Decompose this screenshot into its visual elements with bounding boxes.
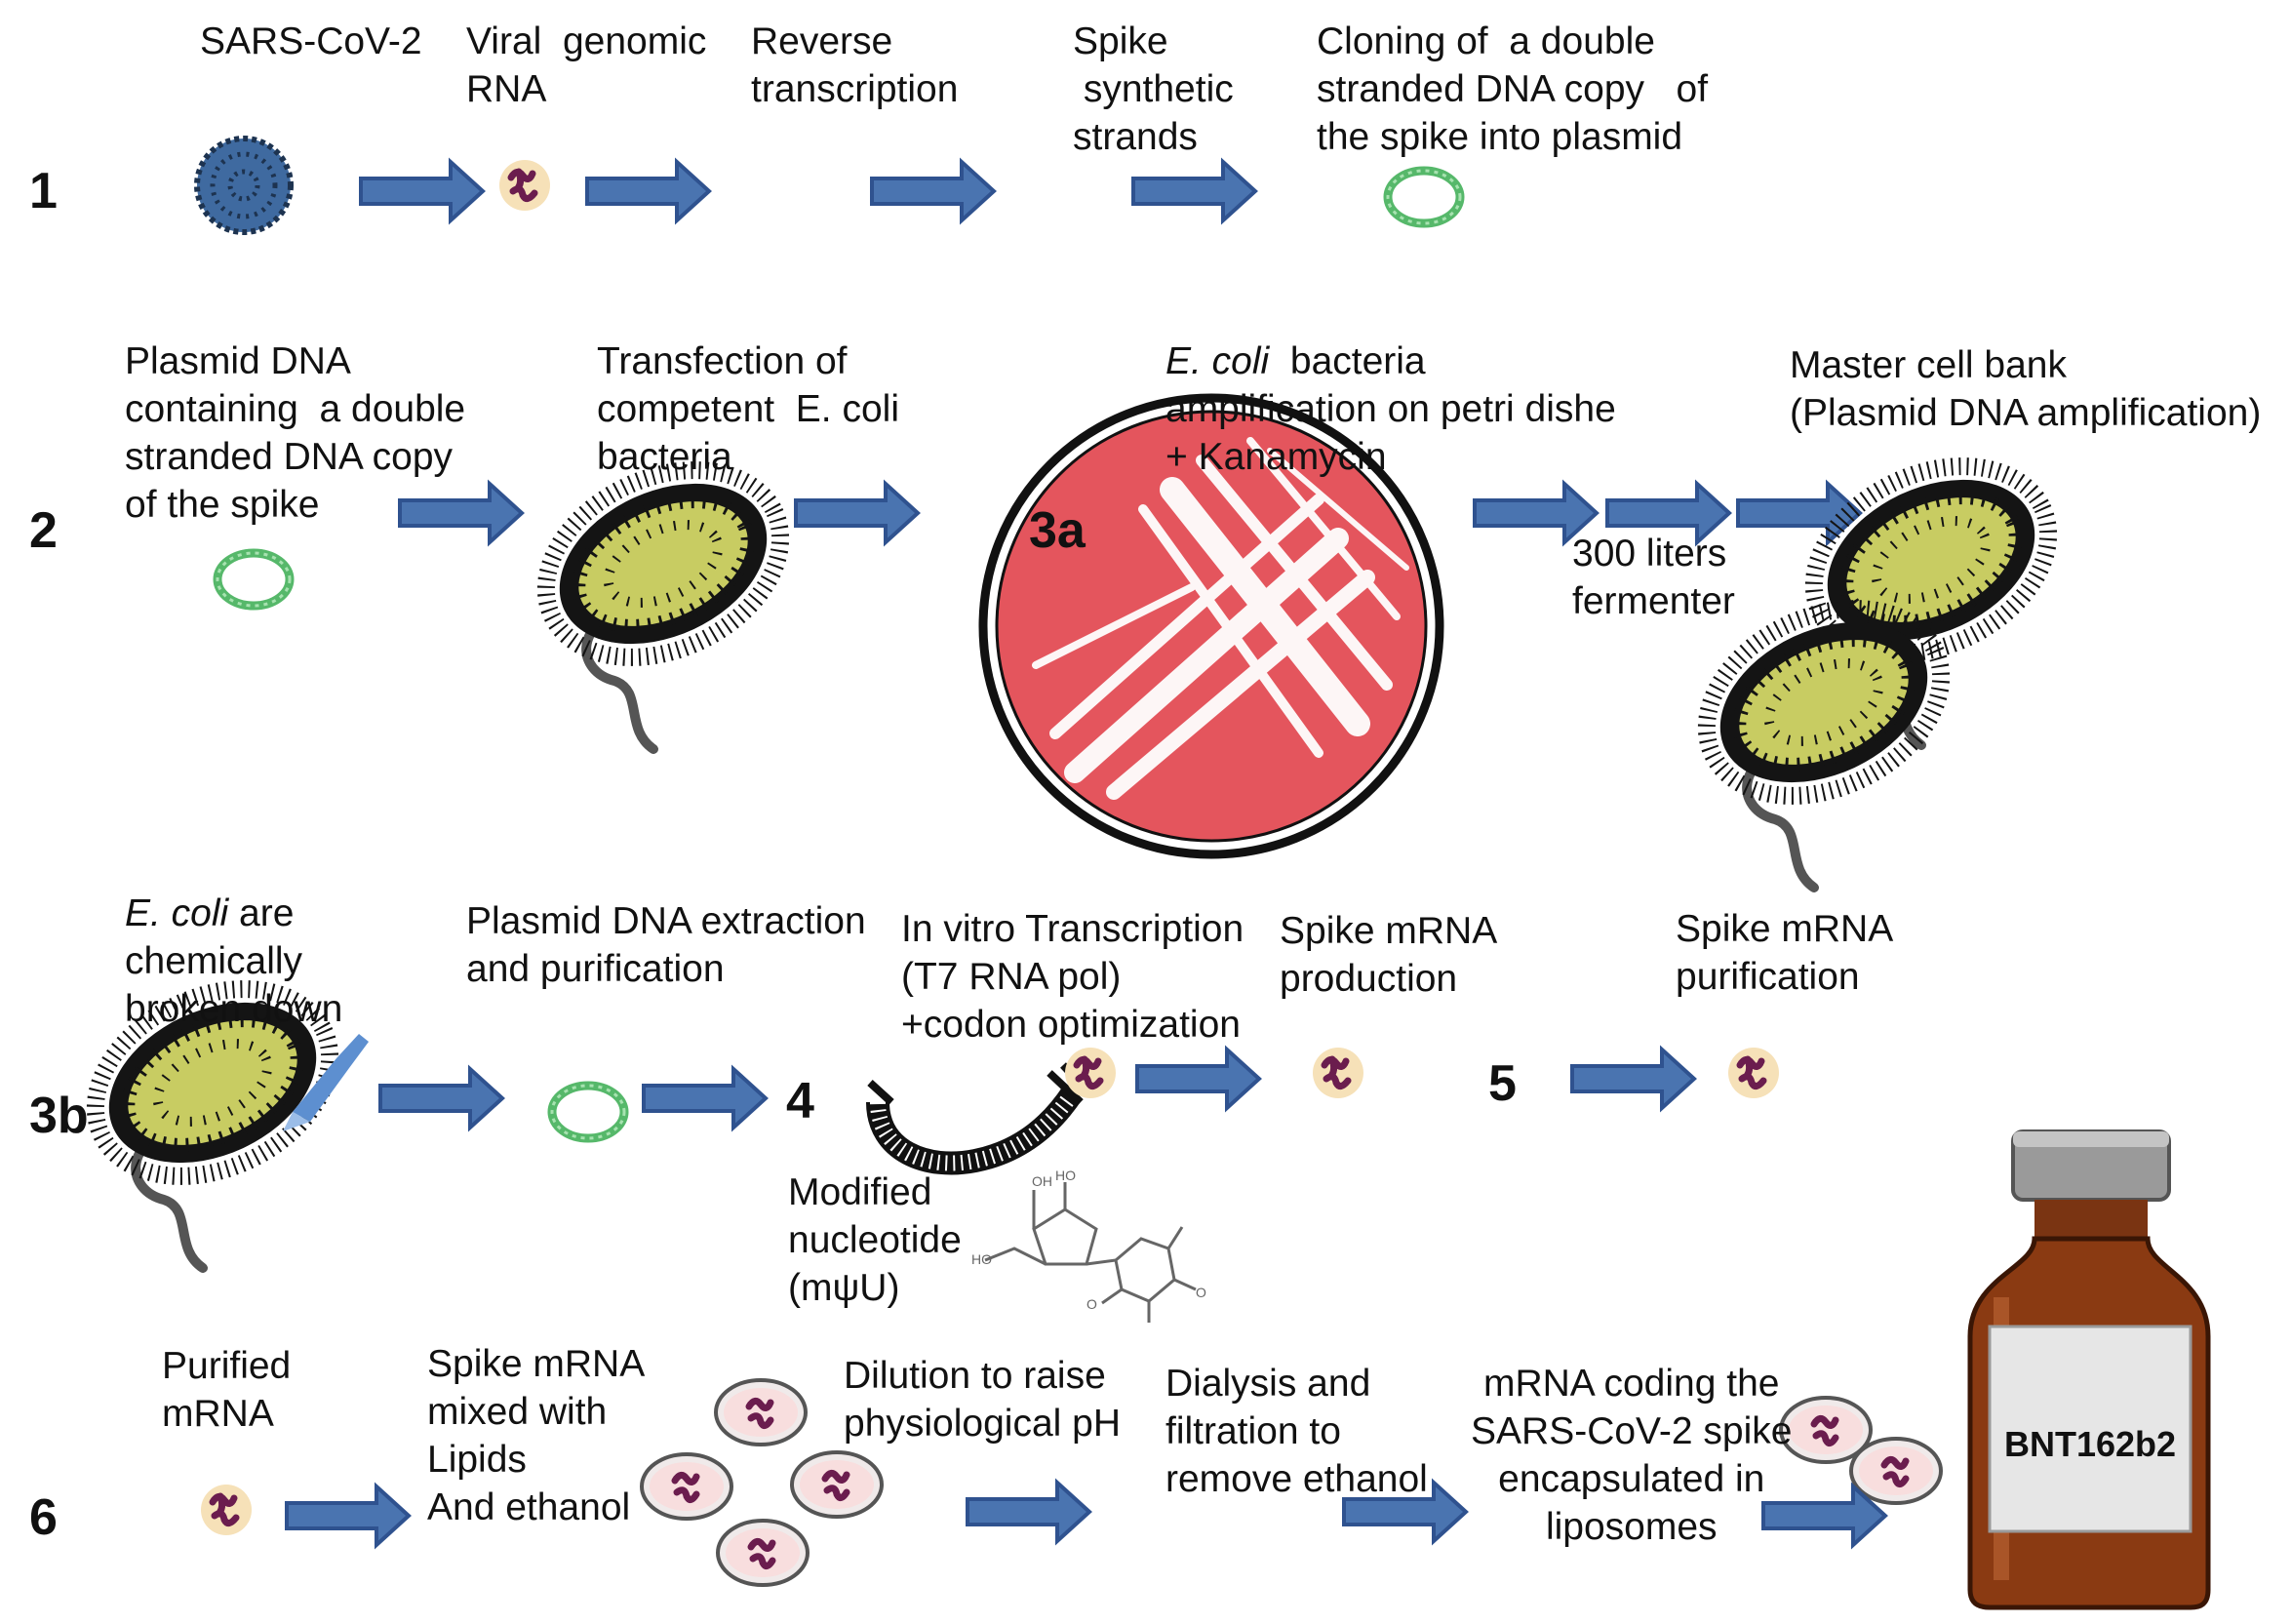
vial-label-bnt162b2: BNT162b2 [2003, 1424, 2177, 1464]
label-transfection: Transfection of competent E. coli bacter… [597, 340, 899, 478]
label-spike-synthetic-strands: Spike synthetic strands [1073, 20, 1234, 158]
step-number-1: 1 [29, 163, 58, 219]
liposome-icon-1 [716, 1380, 806, 1445]
purified-mrna-icon [201, 1485, 252, 1535]
label-viral-genomic-rna: Viral genomic RNA [466, 20, 707, 110]
label-mrna-encapsulated: mRNA coding the SARS-CoV-2 spike encapsu… [1471, 1363, 1793, 1548]
liposome-icon-3 [792, 1452, 882, 1517]
label-ecoli-broken-rest: are [228, 892, 295, 934]
bnt162b2-vial-icon [1967, 1129, 2211, 1610]
label-plasmid-dna: Plasmid DNA containing a double stranded… [125, 340, 466, 526]
label-plasmid-extraction: Plasmid DNA extraction and purification [466, 900, 866, 990]
label-spike-mrna-purification: Spike mRNA purification [1676, 908, 1894, 998]
label-ecoli-amplification-rest: bacteria [1269, 340, 1426, 382]
label-spike-mrna-production: Spike mRNA production [1280, 910, 1498, 1000]
label-ecoli-broken-down: E. coli are [125, 890, 294, 937]
spike-mrna-production-icon [1313, 1048, 1363, 1098]
svg-text:O: O [1086, 1296, 1097, 1312]
arrow-3a [378, 1067, 504, 1129]
step-number-5: 5 [1488, 1055, 1517, 1112]
svg-text:O: O [1196, 1285, 1206, 1300]
arrow-4b [966, 1481, 1091, 1543]
spike-mrna-purification-icon [1728, 1048, 1779, 1098]
modified-nucleotide-structure-icon: OH HO HO O O [971, 1168, 1206, 1323]
t7-rna-polymerase-icon [866, 1062, 1091, 1175]
label-master-cell-bank: Master cell bank (Plasmid DNA amplificat… [1790, 344, 2262, 434]
label-ecoli-amplification-italic: E. coli [1165, 340, 1270, 382]
step-number-3a: 3a [1029, 502, 1086, 559]
arrow-3d [1570, 1048, 1696, 1110]
label-purified-mrna: Purified mRNA [162, 1345, 292, 1435]
label-dilution: Dilution to raise physiological pH [844, 1355, 1121, 1445]
label-modified-nucleotide: Modified nucleotide (mψU) [788, 1171, 962, 1309]
svg-text:OH: OH [1032, 1173, 1052, 1189]
plasmid-icon-row2 [217, 553, 290, 606]
ecoli-bacterium-icon [516, 434, 811, 749]
sars-cov-2-virus-icon [194, 136, 294, 235]
label-ecoli-broken-lines: chemically broken down [125, 940, 343, 1030]
plasmid-icon-row1 [1388, 171, 1460, 223]
petri-dish-icon [978, 393, 1444, 859]
arrow-1a [359, 160, 485, 222]
arrow-3b [642, 1067, 768, 1129]
svg-text:HO: HO [1055, 1168, 1076, 1183]
liposome-icon-2 [642, 1454, 731, 1519]
label-dialysis-filtration: Dialysis and filtration to remove ethano… [1165, 1363, 1428, 1500]
ivt-rna-icon [1065, 1048, 1116, 1098]
label-in-vitro-transcription: In vitro Transcription (T7 RNA pol) +cod… [901, 908, 1244, 1046]
step-number-4: 4 [786, 1073, 814, 1129]
viral-rna-icon [499, 160, 550, 211]
step-number-3b: 3b [29, 1088, 89, 1144]
liposome-icon-4 [718, 1521, 808, 1585]
label-300-liters-fermenter: 300 liters fermenter [1572, 533, 1735, 622]
arrow-1d [1131, 160, 1257, 222]
label-sars-cov-2: SARS-CoV-2 [200, 20, 422, 62]
label-cloning-into-plasmid: Cloning of a double stranded DNA copy of… [1317, 20, 1709, 158]
label-reverse-transcription: Reverse transcription [751, 20, 959, 110]
label-ecoli-amplification-lines: amplification on petri dishe + Kanamycin [1165, 388, 1616, 478]
arrow-1c [870, 160, 996, 222]
arrow-2e [1736, 482, 1862, 544]
plasmid-icon-row3 [552, 1086, 624, 1138]
label-ecoli-broken-italic: E. coli [125, 892, 229, 934]
arrow-3c [1135, 1048, 1261, 1110]
liposome-icon-6 [1851, 1439, 1941, 1503]
step-number-2: 2 [29, 502, 58, 559]
label-ecoli-amplification: E. coli bacteria [1165, 337, 1426, 385]
label-spike-mrna-mixed: Spike mRNA mixed with Lipids And ethanol [427, 1343, 646, 1528]
arrow-1b [585, 160, 711, 222]
step-number-6: 6 [29, 1489, 58, 1546]
svg-text:HO: HO [971, 1251, 992, 1267]
chemical-dropper-icon [283, 1034, 369, 1131]
arrow-4a [285, 1485, 411, 1547]
arrow-2b [794, 482, 920, 544]
